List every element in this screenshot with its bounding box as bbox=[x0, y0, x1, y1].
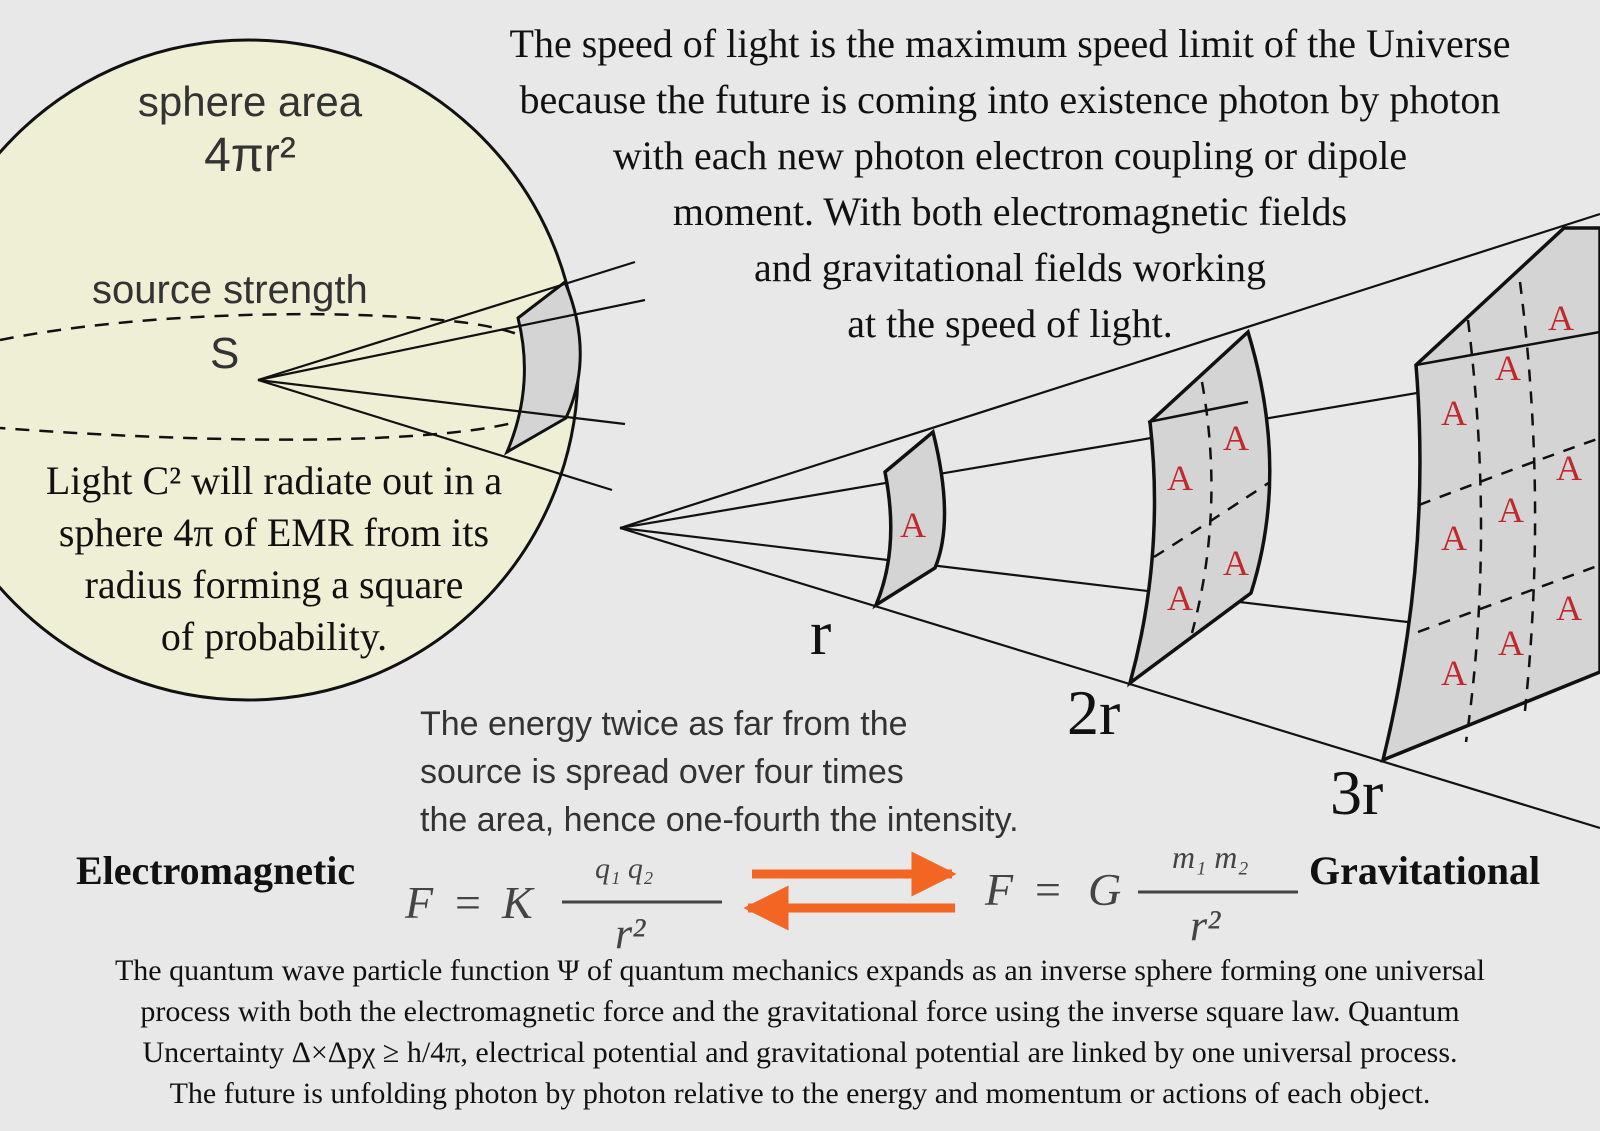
em-formula-equals: = bbox=[455, 877, 481, 928]
grav-formula-denominator: r² bbox=[1190, 901, 1221, 950]
electromagnetic-label: Electromagnetic bbox=[76, 848, 356, 893]
energy-text-line: source is spread over four times bbox=[420, 753, 904, 791]
headline-line: because the future is coming into existe… bbox=[519, 77, 1501, 122]
bottom-text-line: process with both the electromagnetic fo… bbox=[140, 995, 1460, 1028]
distance-label-r: r bbox=[810, 597, 832, 668]
energy-text-line: the area, hence one-fourth the intensity… bbox=[420, 801, 1019, 839]
sphere-area-formula: 4πr² bbox=[204, 129, 296, 182]
sphere-rays bbox=[257, 260, 646, 492]
patch-a-letter: A bbox=[1441, 653, 1467, 693]
energy-explanation-text: The energy twice as far from the source … bbox=[420, 700, 1019, 844]
area-patch-3r-grid bbox=[1415, 281, 1600, 743]
grav-formula-numerator: m₁ m₂ bbox=[1172, 839, 1248, 875]
patch-a-letter: A bbox=[1498, 623, 1524, 663]
distance-label-3r: 3r bbox=[1330, 757, 1384, 828]
em-formula-denominator: r² bbox=[615, 909, 646, 958]
patch-a-letter: A bbox=[1223, 543, 1249, 583]
patch-a-letter: A bbox=[1548, 298, 1574, 338]
patch-a-letter: A bbox=[900, 505, 926, 545]
light-text-line: Light C² will radiate out in a bbox=[45, 458, 503, 503]
source-point-label: S bbox=[210, 329, 240, 378]
light-radiation-text: Light C² will radiate out in a sphere 4π… bbox=[0, 455, 548, 663]
patch-a-letter: A bbox=[1223, 418, 1249, 458]
area-patch-2r-grid bbox=[1147, 381, 1271, 634]
grav-formula: F = G m₁ m₂ r² bbox=[984, 839, 1298, 950]
patch-a-letter: A bbox=[1556, 448, 1582, 488]
em-formula: F = K q₁ q₂ r² bbox=[404, 852, 722, 958]
bottom-explanation-text: The quantum wave particle function Ψ of … bbox=[8, 950, 1592, 1114]
light-text-line: radius forming a square bbox=[84, 562, 464, 607]
area-patch-r bbox=[872, 428, 947, 610]
headline-line: at the speed of light. bbox=[847, 301, 1173, 346]
grav-formula-lhs: F bbox=[984, 864, 1014, 915]
area-patch-2r bbox=[1126, 328, 1272, 688]
bottom-text-line: The quantum wave particle function Ψ of … bbox=[114, 954, 1486, 987]
headline-line: The speed of light is the maximum speed … bbox=[509, 21, 1511, 66]
grav-formula-equals: = bbox=[1035, 864, 1061, 915]
bottom-text-line: Uncertainty Δ×Δpχ ≥ h/4π, electrical pot… bbox=[142, 1036, 1458, 1069]
em-formula-numerator: q₁ q₂ bbox=[595, 852, 653, 885]
grav-formula-constant: G bbox=[1088, 864, 1121, 915]
headline-line: moment. With both electromagnetic fields bbox=[672, 189, 1348, 234]
light-text-line: of probability. bbox=[160, 614, 388, 659]
patch-a-letter: A bbox=[1167, 458, 1193, 498]
patch-a-letter: A bbox=[1167, 578, 1193, 618]
bottom-text-line: The future is unfolding photon by photon… bbox=[169, 1077, 1431, 1110]
distance-label-2r: 2r bbox=[1067, 677, 1121, 748]
patch-a-letter: A bbox=[1556, 588, 1582, 628]
source-strength-label: source strength bbox=[92, 268, 368, 312]
sphere-area-label: sphere area bbox=[137, 78, 363, 125]
patch-a-letter: A bbox=[1498, 490, 1524, 530]
headline-line: and gravitational fields working bbox=[753, 245, 1267, 290]
sphere-equator-dashed bbox=[0, 312, 569, 441]
force-link-arrows bbox=[743, 851, 957, 931]
light-text-line: sphere 4π of EMR from its bbox=[58, 510, 490, 555]
headline-line: with each new photon electron coupling o… bbox=[612, 133, 1408, 178]
area-patch-letters: A A A A A A A A A A A A A A bbox=[900, 298, 1582, 693]
em-formula-constant: K bbox=[501, 877, 535, 928]
patch-a-letter: A bbox=[1495, 348, 1521, 388]
patch-a-letter: A bbox=[1441, 393, 1467, 433]
patch-a-letter: A bbox=[1441, 518, 1467, 558]
gravitational-label: Gravitational bbox=[1309, 848, 1541, 893]
headline-text: The speed of light is the maximum speed … bbox=[430, 16, 1590, 352]
em-formula-lhs: F bbox=[404, 877, 434, 928]
energy-text-line: The energy twice as far from the bbox=[420, 705, 908, 743]
